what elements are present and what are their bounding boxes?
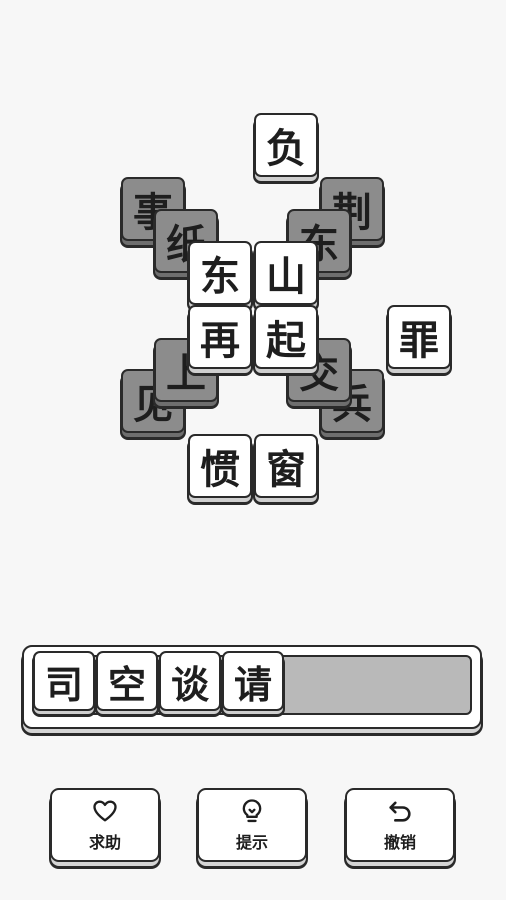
slot-bar: 司 空 谈 请 [22,645,482,729]
game-board: 事 荆 纸 东 见 兵 上 交 负 东 山 再 起 罪 惯 窗 [121,113,451,498]
tile-blocked: 见 [121,369,185,433]
slot-tile: 司 [33,651,95,711]
tile-free[interactable]: 山 [254,241,318,305]
tile-free[interactable]: 惯 [188,434,252,498]
undo-button[interactable]: 撤销 [345,788,455,862]
tile-free[interactable]: 东 [188,241,252,305]
tile-free[interactable]: 罪 [387,305,451,369]
hint-button[interactable]: 提示 [197,788,307,862]
hint-label: 提示 [235,833,268,852]
tile-free[interactable]: 窗 [254,434,318,498]
slot-tile: 谈 [159,651,221,711]
help-button[interactable]: 求助 [50,788,160,862]
heart-icon [93,800,117,822]
lightbulb-icon [242,799,262,823]
slot-tile: 请 [222,651,284,711]
tile-blocked: 交 [287,338,351,402]
slot-tile: 空 [96,651,158,711]
tile-free[interactable]: 再 [188,305,252,369]
undo-label: 撤销 [383,833,416,852]
tile-free[interactable]: 负 [254,113,318,177]
undo-icon [389,801,411,822]
tile-free[interactable]: 起 [254,305,318,369]
help-label: 求助 [88,833,121,852]
